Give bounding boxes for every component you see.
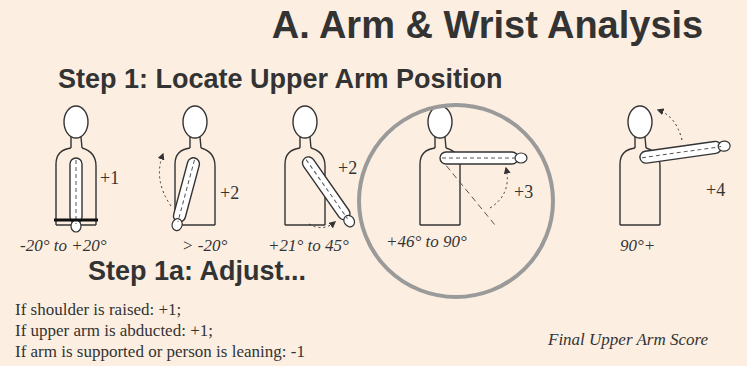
figure-arm-back [159, 106, 215, 232]
upper-arm [172, 156, 201, 223]
circle-outline [359, 105, 553, 297]
upper-arm [639, 141, 722, 164]
angle-range: 90°+ [620, 236, 655, 256]
motion-arrow [309, 222, 335, 228]
hand [71, 220, 81, 232]
arm-axis [76, 160, 77, 224]
adjust-rule: If shoulder is raised: +1; [15, 300, 181, 320]
score-value: +2 [338, 158, 357, 179]
angle-range: -20° to +20° [20, 236, 106, 256]
range-bar [54, 219, 98, 222]
hand [342, 213, 357, 229]
body-outline [56, 106, 96, 225]
figure-arm-down [54, 106, 98, 232]
motion-arrow [658, 110, 682, 140]
arm-axis [178, 160, 195, 222]
step-heading: Step 1: Locate Upper Arm Position [58, 64, 503, 95]
motion-arrow [490, 168, 507, 208]
hand [515, 153, 527, 163]
upper-arm [70, 158, 82, 223]
score-value: +2 [220, 183, 239, 204]
reference-line [440, 158, 495, 225]
title: A. Arm & Wrist Analysis [240, 4, 735, 48]
score-value: +1 [100, 168, 119, 189]
body-outline [620, 106, 660, 225]
score-value: +3 [514, 182, 533, 203]
hand [171, 218, 184, 232]
angle-range: +21° to 45° [268, 236, 349, 256]
arm-axis [442, 158, 518, 159]
step-heading: Step 1a: Adjust... [88, 256, 306, 287]
score-field: Final Upper Arm Score [548, 330, 708, 350]
adjust-rule: If arm is supported or person is leaning… [15, 342, 305, 362]
adjust-rule: If upper arm is abducted: +1; [15, 321, 213, 341]
highlight-circle: +3 +46° to 90° [356, 102, 556, 300]
figure-arm-raised [620, 106, 731, 225]
body-outline [420, 106, 460, 225]
arm-axis [642, 147, 721, 158]
angle-range: +46° to 90° [386, 232, 467, 252]
hand [718, 140, 731, 152]
motion-arrow [159, 154, 171, 206]
upper-arm [440, 152, 518, 164]
score-value: +4 [706, 180, 725, 201]
angle-range: > -20° [182, 236, 227, 256]
figure-arm-forward [285, 106, 358, 229]
